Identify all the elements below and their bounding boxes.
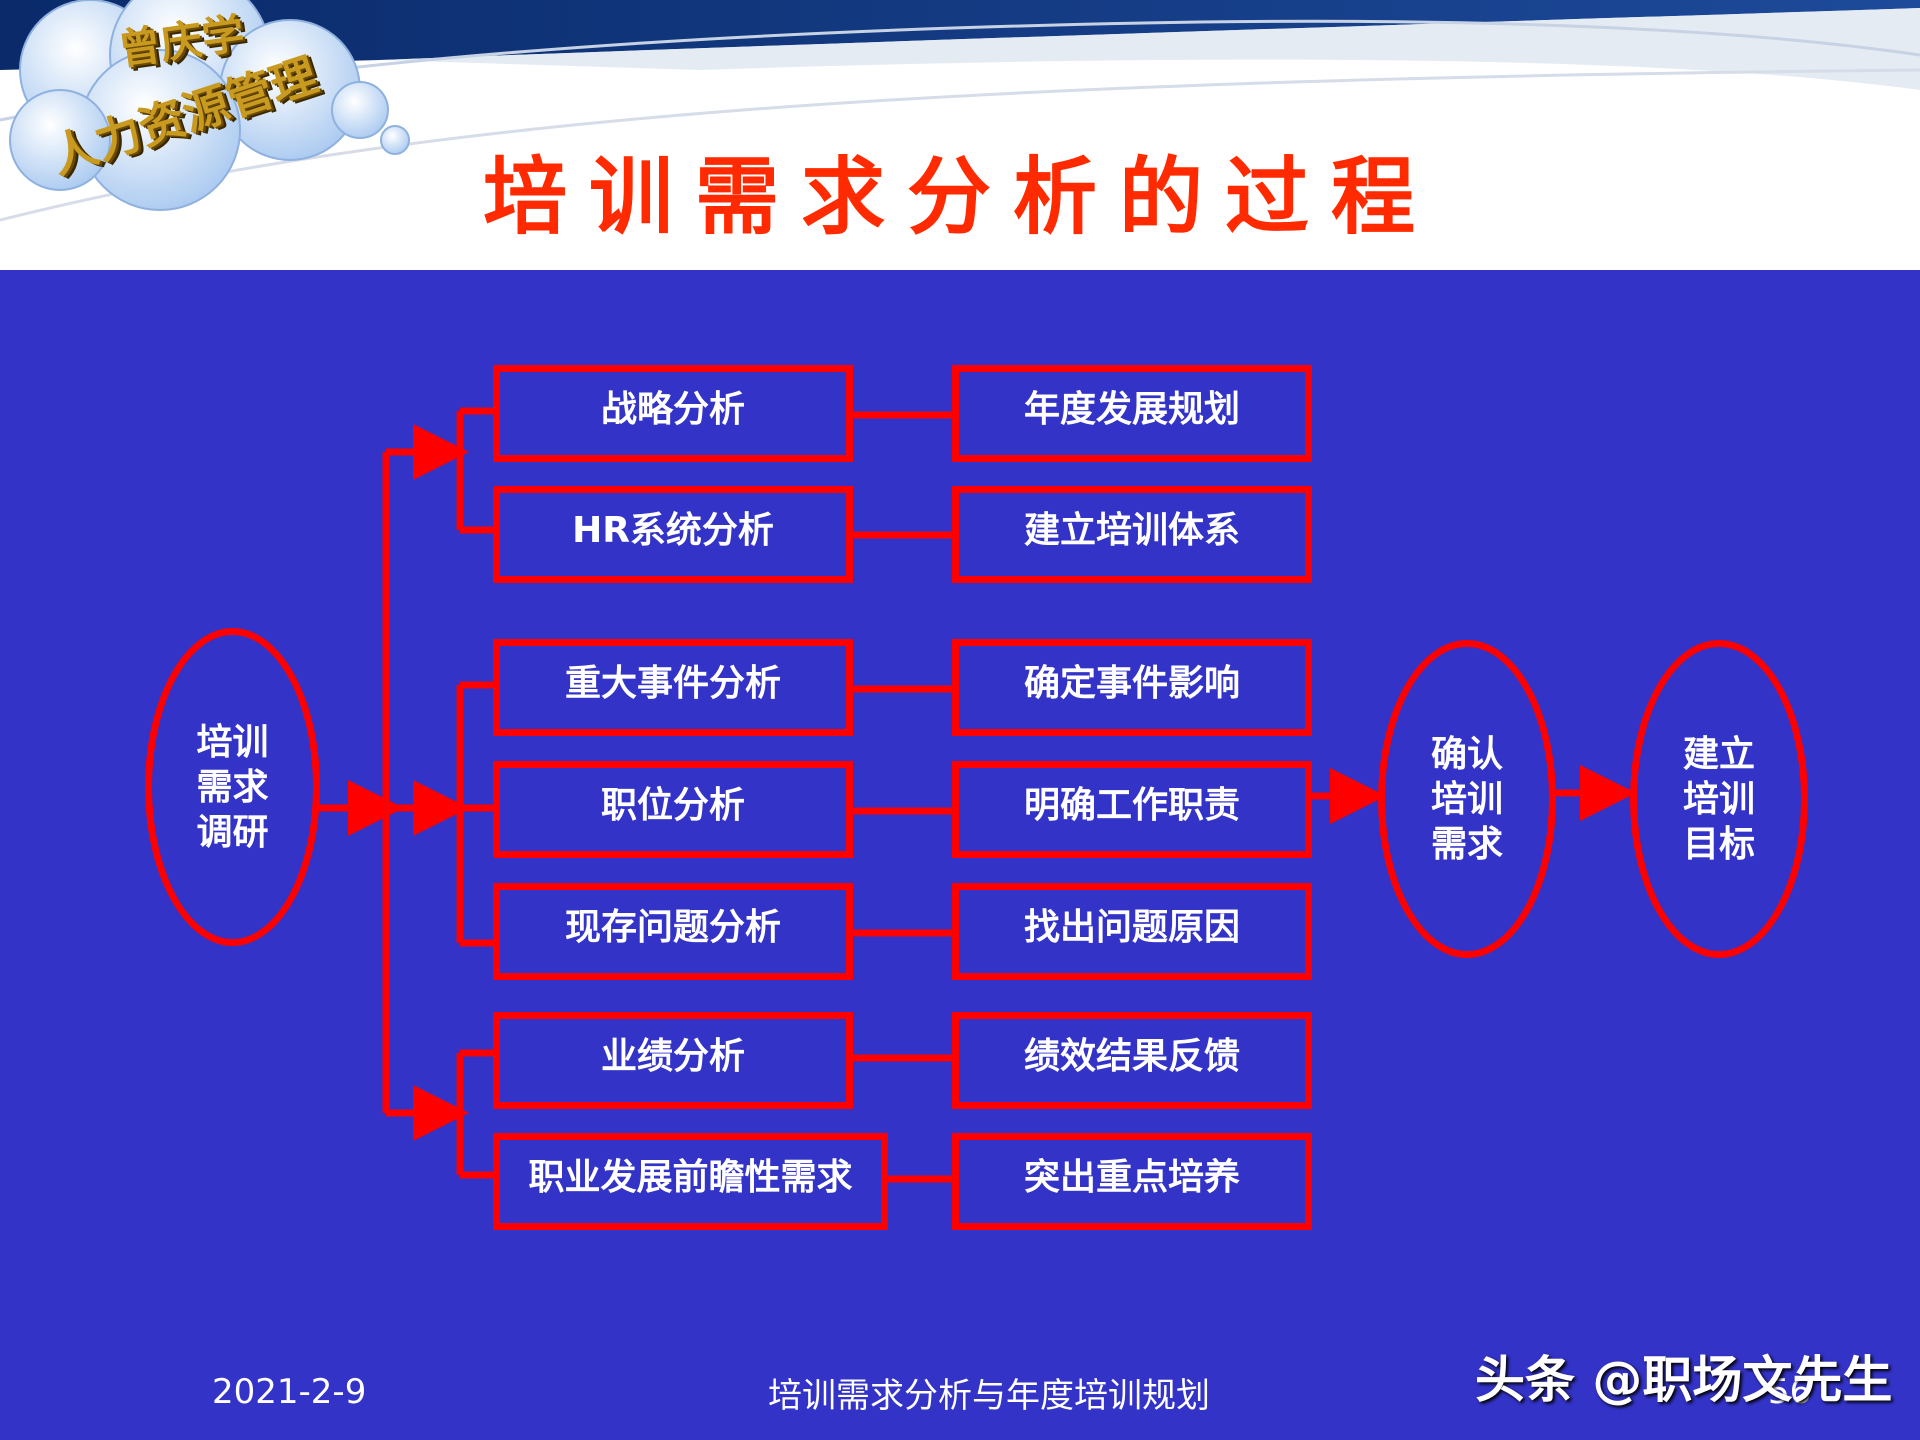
confirm-oval: 确认培训需求	[1378, 640, 1556, 958]
result-box: 明确工作职责	[952, 761, 1312, 858]
slide-header: 曾庆学 人力资源管理 培训需求分析的过程	[0, 0, 1920, 270]
start-oval: 培训需求调研	[145, 628, 320, 946]
start-label: 培训需求调研	[196, 721, 269, 853]
logo-cloud	[9, 0, 410, 211]
goal-label: 建立培训目标	[1682, 733, 1755, 865]
goal-oval: 建立培训目标	[1630, 640, 1808, 958]
result-box: 突出重点培养	[952, 1133, 1312, 1230]
result-box: 找出问题原因	[952, 883, 1312, 980]
watermark: 头条 @职场文先生	[1475, 1351, 1893, 1409]
header-decoration	[0, 0, 1920, 222]
slide-title: 培训需求分析的过程	[482, 147, 1437, 246]
result-box: 年度发展规划	[952, 365, 1312, 462]
footer-title: 培训需求分析与年度培训规划	[768, 1376, 1210, 1416]
analysis-box: 现存问题分析	[493, 883, 853, 980]
result-box: 建立培训体系	[952, 486, 1312, 583]
analysis-box: 职业发展前瞻性需求	[493, 1133, 888, 1230]
footer-page-number: 56	[1768, 1372, 1812, 1412]
result-box: 绩效结果反馈	[952, 1012, 1312, 1109]
analysis-box: 职位分析	[493, 761, 853, 858]
confirm-label: 确认培训需求	[1430, 733, 1503, 865]
analysis-box: 战略分析	[493, 365, 853, 462]
analysis-box: 业绩分析	[493, 1012, 853, 1109]
footer-date: 2021-2-9	[212, 1372, 367, 1412]
result-box: 确定事件影响	[952, 639, 1312, 736]
analysis-box: HR系统分析	[493, 486, 853, 583]
analysis-box: 重大事件分析	[493, 639, 853, 736]
